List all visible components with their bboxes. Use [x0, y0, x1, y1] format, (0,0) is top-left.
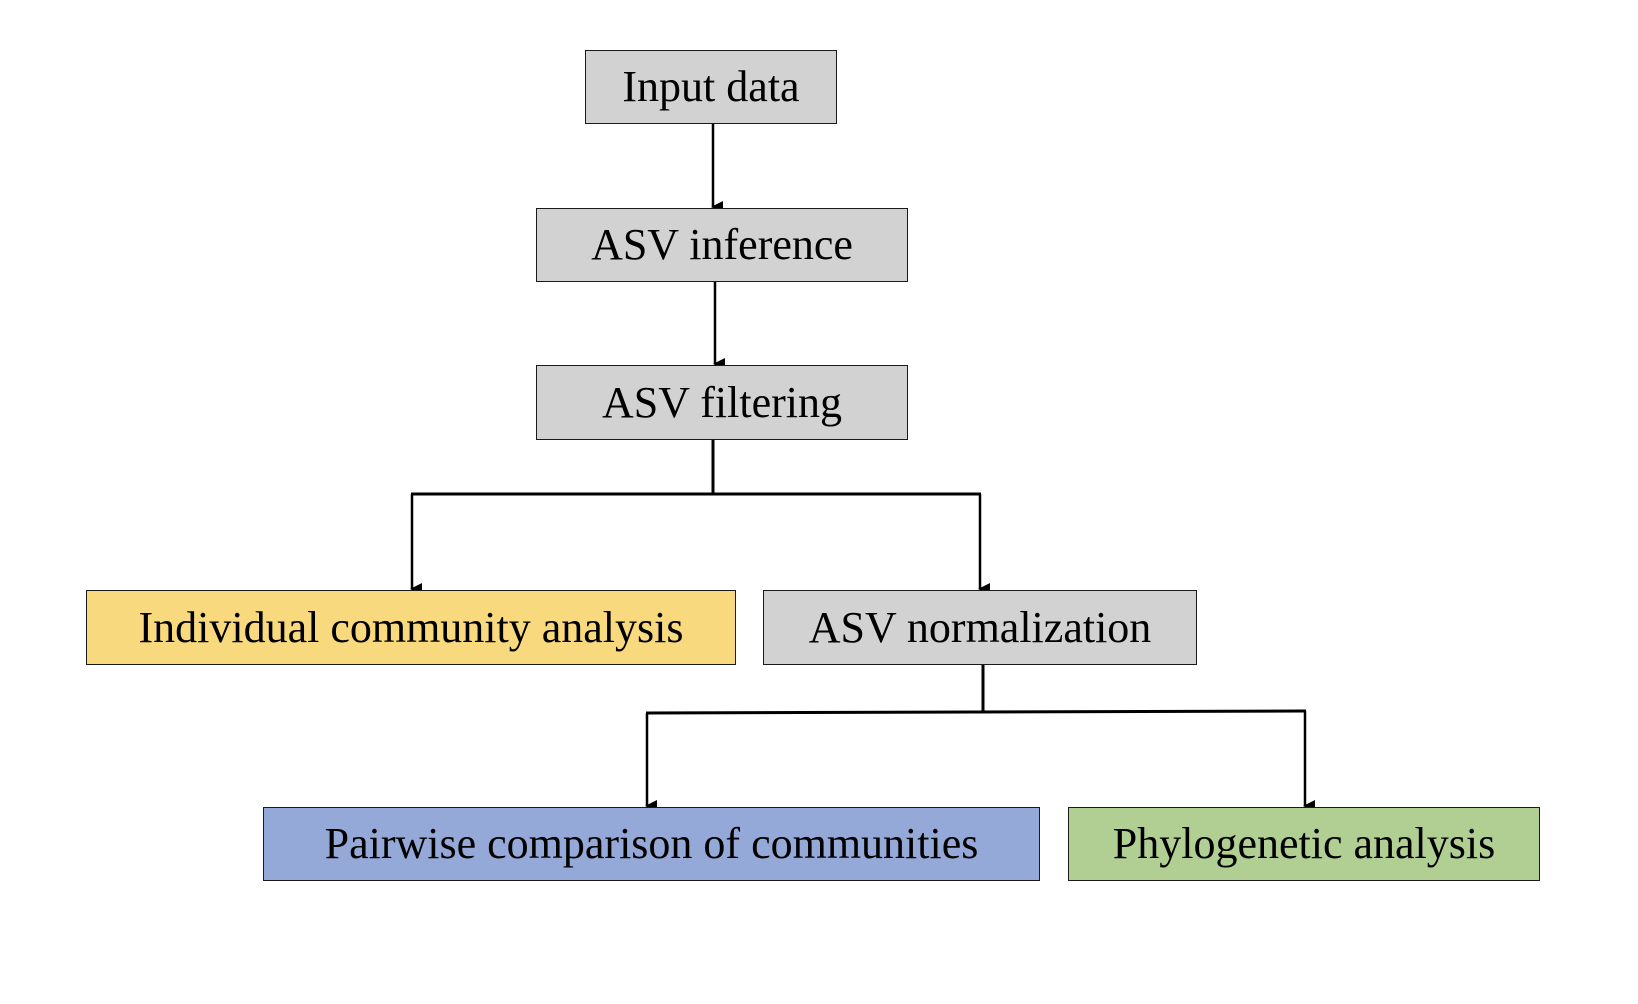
node-pairwise-comparison-label: Pairwise comparison of communities [324, 819, 979, 868]
node-asv-inference: ASV inference [536, 208, 908, 282]
node-asv-normalization: ASV normalization [763, 590, 1197, 665]
node-asv-normalization-label: ASV normalization [808, 602, 1152, 652]
node-input-data: Input data [585, 50, 837, 124]
node-input-data-label: Input data [622, 62, 800, 111]
node-asv-filtering: ASV filtering [536, 365, 908, 440]
connector-normalization-bar [645, 709, 1307, 715]
node-pairwise-comparison: Pairwise comparison of communities [263, 807, 1040, 881]
node-individual-community-analysis: Individual community analysis [86, 590, 736, 665]
node-phylogenetic-analysis-label: Phylogenetic analysis [1112, 819, 1496, 868]
node-individual-community-analysis-label: Individual community analysis [138, 602, 684, 652]
node-phylogenetic-analysis: Phylogenetic analysis [1068, 807, 1540, 881]
node-asv-inference-label: ASV inference [591, 220, 853, 269]
node-asv-filtering-label: ASV filtering [602, 377, 842, 427]
